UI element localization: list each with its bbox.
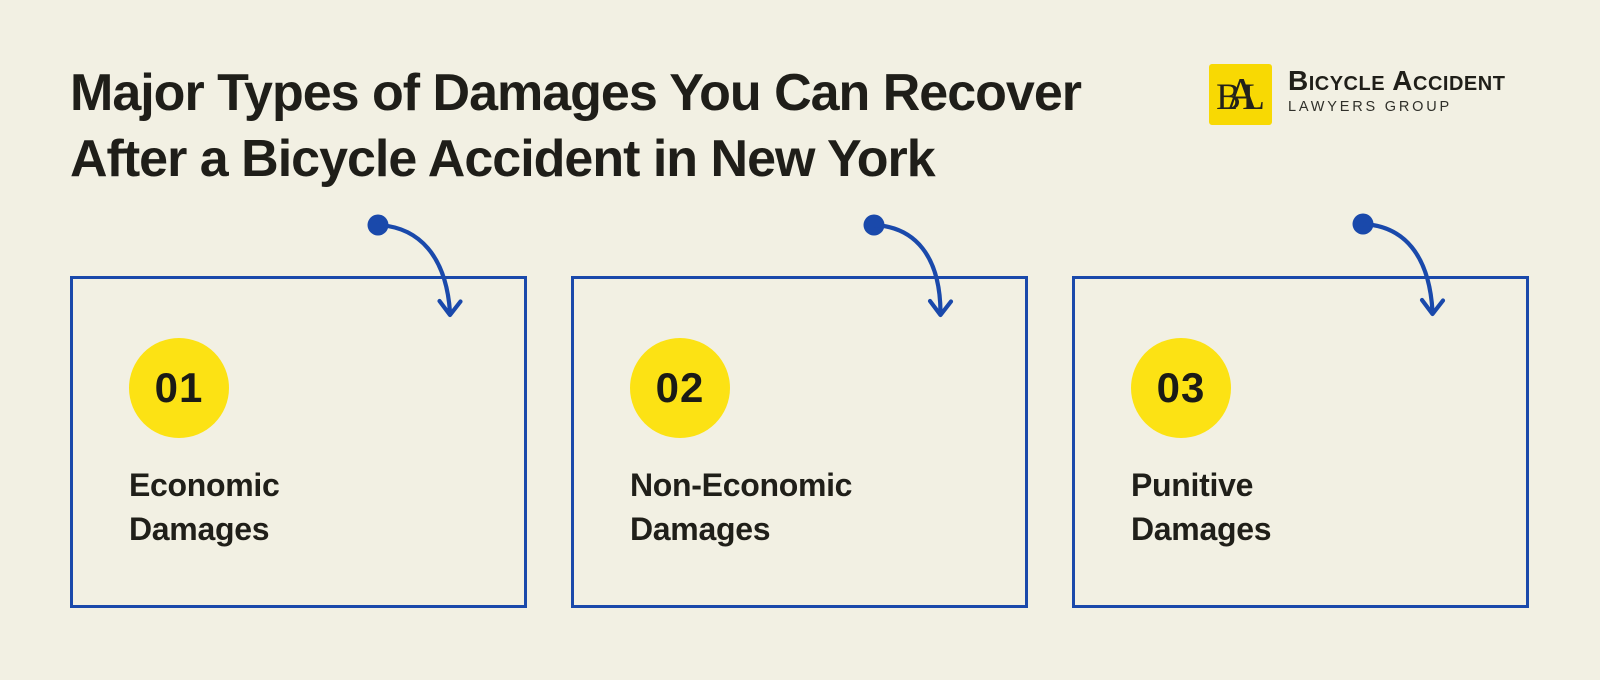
logo-monogram-icon: B A L [1209,64,1272,125]
card-title-line-2: Damages [630,511,771,547]
logo-text: Bicycle Accident LAWYERS GROUP [1288,64,1506,116]
logo-name: Bicycle Accident [1288,65,1506,96]
page-title-line-1: Major Types of Damages You Can Recover [70,64,1082,122]
card-title: Punitive Damages [1131,463,1272,551]
card-title: Economic Damages [129,463,280,551]
card-number: 01 [154,364,204,411]
card-non-economic-damages: 02 Non-Economic Damages [571,276,1028,608]
card-title-line-1: Economic [129,467,280,503]
logo-tagline: LAWYERS GROUP [1288,99,1452,115]
card-number-badge: 01 [129,338,229,438]
card-punitive-damages: 03 Punitive Damages [1072,276,1529,608]
monogram-letter-b: B [1216,77,1241,118]
card-title-line-1: Non-Economic [630,467,853,503]
brand-logo: B A L Bicycle Accident LAWYERS GROUP [1209,64,1505,125]
card-title-line-2: Damages [129,511,270,547]
page-title: Major Types of Damages You Can Recover A… [70,60,1082,192]
arrow-start-dot [863,214,885,236]
arrow-start-dot [367,214,389,236]
card-title-line-2: Damages [1131,511,1272,547]
card-title: Non-Economic Damages [630,463,852,551]
logo-monogram-letters: B A L [1216,72,1265,117]
card-number-badge: 02 [630,338,730,438]
monogram-letter-a: A [1225,69,1259,119]
card-number: 03 [1156,364,1206,411]
card-number-badge: 03 [1131,338,1231,438]
card-title-line-1: Punitive [1131,467,1254,503]
card-economic-damages: 01 Economic Damages [70,276,527,608]
arrow-start-dot [1352,213,1374,235]
monogram-letter-l: L [1242,77,1265,118]
card-number: 02 [655,364,705,411]
page-title-line-2: After a Bicycle Accident in New York [70,130,936,188]
